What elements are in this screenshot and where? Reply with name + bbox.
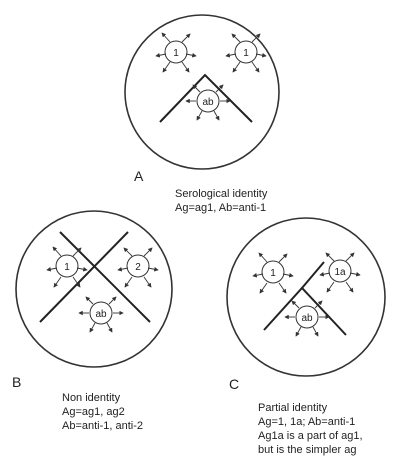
caption-c-line-1: Partial identity: [258, 402, 328, 414]
well-label: 1a: [334, 267, 346, 278]
caption-b-line-3: Ab=anti-1, anti-2: [62, 420, 143, 432]
caption-c-line-2: Ag=1, 1a; Ab=anti-1: [258, 416, 355, 428]
well-label: 1: [243, 48, 249, 59]
panel-letter-c: C: [229, 376, 239, 392]
well-label: 1: [270, 268, 276, 279]
caption-b-line-1: Non identity: [62, 392, 121, 404]
well-a-right: 1: [234, 40, 258, 64]
well-b-left: 1: [55, 254, 79, 278]
panel-letter-a: A: [134, 168, 144, 184]
plate-b: [15, 210, 173, 368]
well-label: 1: [173, 48, 179, 59]
caption-a-line-2: Ag=ag1, Ab=anti-1: [175, 202, 266, 214]
well-b-right: 2: [126, 254, 150, 278]
caption-b-line-2: Ag=ag1, ag2: [62, 406, 125, 418]
well-a-left: 1: [164, 40, 188, 64]
well-c-right: 1a: [328, 259, 352, 283]
caption-a-line-1: Serological identity: [175, 188, 268, 200]
panel-letter-b: B: [12, 374, 21, 390]
caption-c-line-3: Ag1a is a part of ag1,: [258, 430, 363, 442]
well-label: 1: [64, 262, 70, 273]
well-a-ab: ab: [196, 89, 220, 113]
diffusion-arrows-b: [46, 246, 159, 333]
plate-c: [226, 217, 386, 377]
panel-c: 1 1a ab: [226, 217, 386, 456]
well-label: 2: [135, 262, 141, 273]
well-c-left: 1: [261, 260, 285, 284]
diffusion-arrows-c: [252, 252, 361, 337]
well-label: ab: [301, 313, 313, 324]
precipitin-line-b-2: [39, 231, 129, 323]
plate-a: [124, 14, 280, 170]
well-label: ab: [95, 309, 107, 320]
well-label: ab: [202, 97, 214, 108]
caption-c-line-4: but is the simpler ag: [258, 444, 356, 456]
spur-c: [301, 261, 325, 289]
precipitin-line-b-1: [59, 231, 151, 323]
well-c-ab: ab: [295, 305, 319, 329]
well-b-ab: ab: [89, 301, 113, 325]
panel-b: 1 2 ab: [12, 210, 173, 432]
diffusion-arrows-a: [155, 32, 267, 121]
panel-a: 1 1 ab: [124, 14, 280, 214]
precipitin-line-a: [159, 73, 253, 123]
